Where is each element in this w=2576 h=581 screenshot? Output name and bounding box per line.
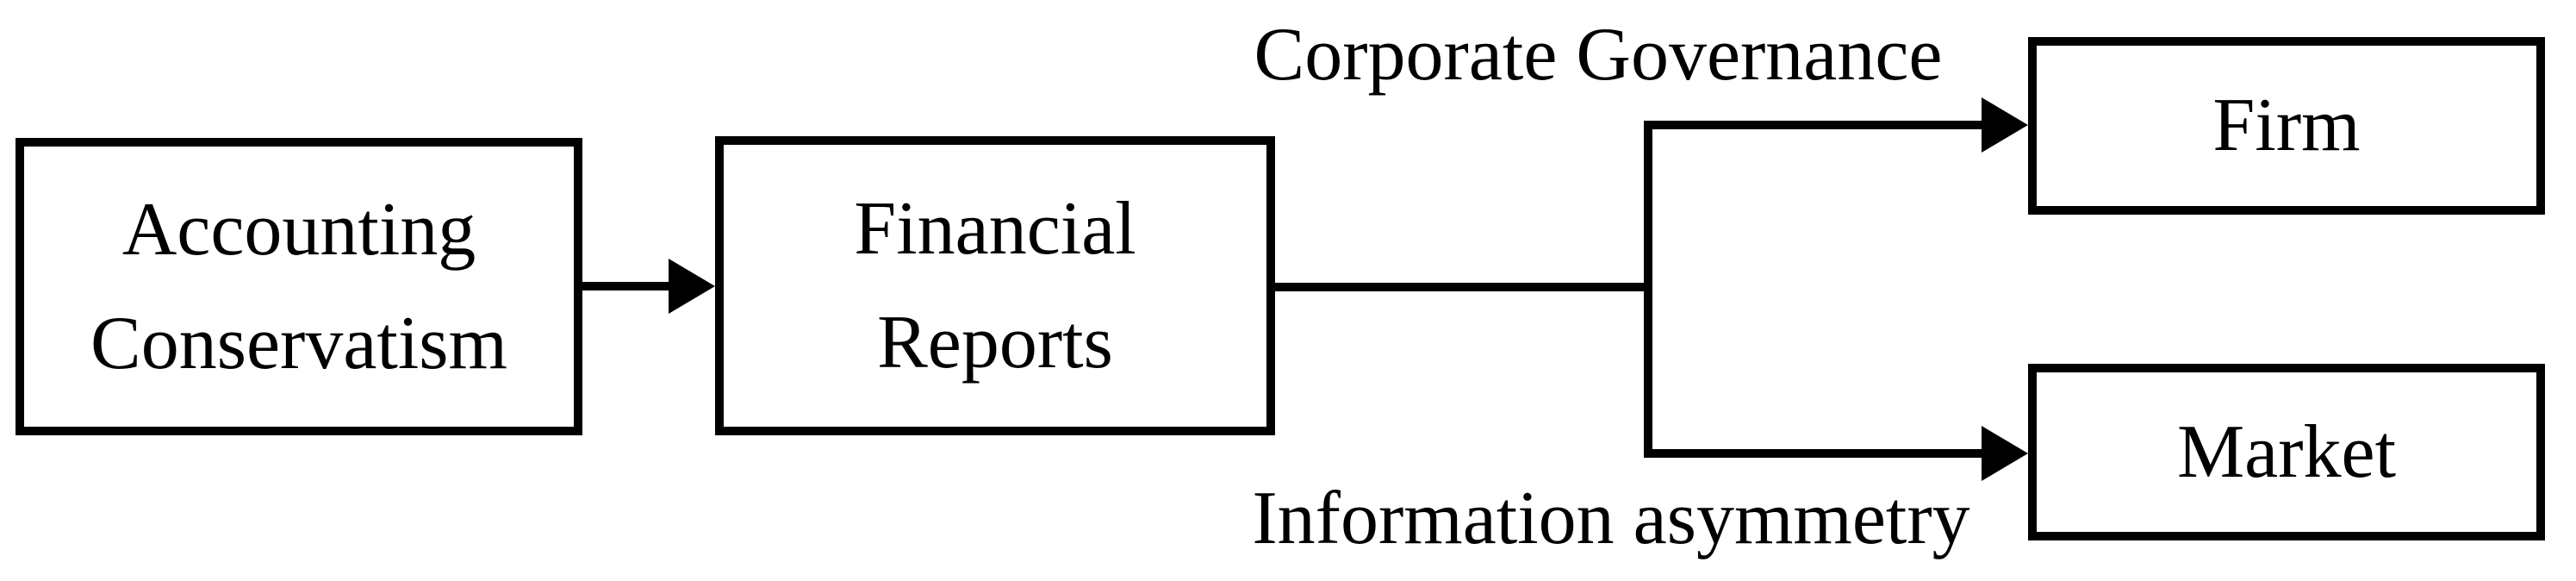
node-accounting-conservatism-label-line1: Accounting	[121, 187, 476, 272]
node-firm-label: Firm	[2212, 84, 2361, 167]
edge-financial-to-branch-line	[1275, 283, 1652, 291]
edge-branch-to-market-line	[1644, 449, 1983, 458]
node-financial-reports-label-line1: Financial	[854, 186, 1136, 271]
arrowhead-right-icon	[1982, 97, 2028, 153]
arrowhead-right-icon	[1982, 426, 2028, 481]
branch-vertical-line	[1644, 121, 1652, 458]
node-market-label: Market	[2176, 409, 2397, 494]
node-accounting-conservatism-label-line2: Conservatism	[90, 301, 507, 385]
arrowhead-right-icon	[669, 259, 715, 314]
label-corporate-governance: Corporate Governance	[1254, 13, 1943, 97]
label-information-asymmetry: Information asymmetry	[1252, 477, 1970, 560]
node-financial-reports-label-line2: Reports	[877, 300, 1113, 384]
edge-accounting-to-financial-line	[582, 282, 672, 290]
edge-branch-to-firm-line	[1644, 121, 1983, 129]
node-financial-reports: Financial Reports	[715, 136, 1275, 435]
node-firm: Firm	[2028, 37, 2545, 215]
node-accounting-conservatism: Accounting Conservatism	[16, 138, 582, 435]
node-market: Market	[2028, 364, 2545, 540]
